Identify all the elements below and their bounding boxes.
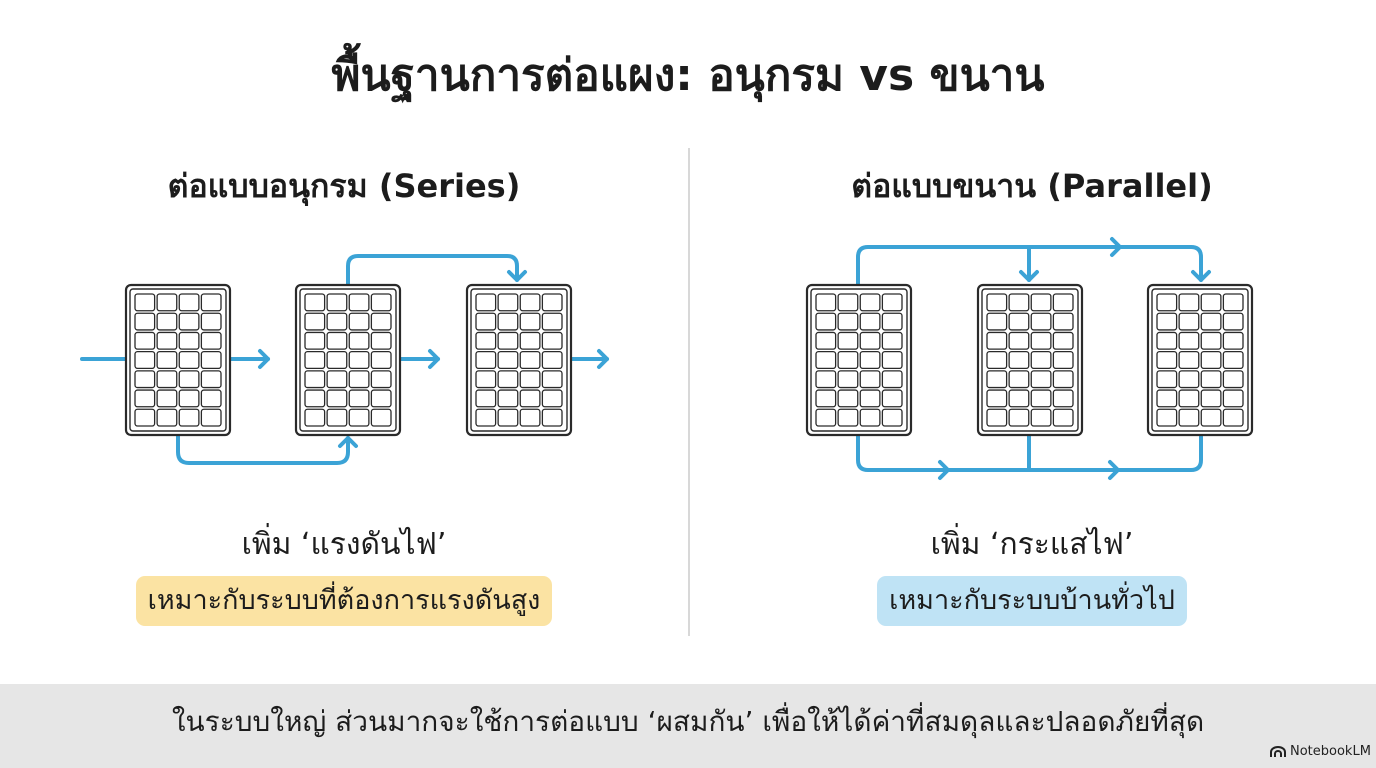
- series-panel: ต่อแบบอนุกรม (Series) เพิ่ม ‘แรงดันไฟ’ เ…: [0, 150, 688, 650]
- series-top-wire: [346, 254, 519, 287]
- parallel-panel: ต่อแบบขนาน (Parallel) เพิ่ม ‘กระแสไฟ’ เห…: [688, 150, 1376, 650]
- page-title: พื้นฐานการต่อแผง: อนุกรม vs ขนาน: [331, 50, 1045, 101]
- notebooklm-logo-icon: [1270, 746, 1286, 757]
- series-arrow-1: [258, 349, 270, 369]
- parallel-badge: เหมาะกับระบบบ้านทั่วไป: [877, 576, 1187, 626]
- parallel-arrow-drop-3: [1191, 270, 1211, 282]
- parallel-effect-label: เพิ่ม ‘กระแสไฟ’: [930, 527, 1134, 562]
- parallel-badge-wrap: เหมาะกับระบบบ้านทั่วไป: [688, 576, 1376, 626]
- parallel-solar-panel-1: [805, 283, 913, 437]
- parallel-heading: ต่อแบบขนาน (Parallel): [851, 167, 1213, 205]
- parallel-diagram: [805, 237, 1254, 480]
- brand-mark: NotebookLM: [1270, 744, 1371, 760]
- series-diagram: [80, 254, 609, 465]
- series-arrow-top: [507, 270, 527, 282]
- series-effect-label: เพิ่ม ‘แรงดันไฟ’: [241, 527, 447, 562]
- panel-divider: [688, 148, 690, 636]
- parallel-arrow-bottom-2: [1108, 460, 1120, 480]
- series-solar-panel-3: [465, 283, 573, 437]
- series-bottom-wire: [176, 433, 350, 465]
- parallel-panels: [805, 283, 1254, 437]
- series-arrow-bottom: [338, 436, 358, 448]
- series-arrow-out: [597, 349, 609, 369]
- series-wires: [80, 254, 609, 465]
- series-panels: [124, 283, 573, 437]
- footer-banner: ในระบบใหญ่ ส่วนมากจะใช้การต่อแบบ ‘ผสมกัน…: [0, 684, 1376, 768]
- parallel-arrow-bottom-1: [938, 460, 950, 480]
- parallel-arrow-drop-2: [1019, 270, 1039, 282]
- footer-text: ในระบบใหญ่ ส่วนมากจะใช้การต่อแบบ ‘ผสมกัน…: [171, 705, 1205, 738]
- series-heading: ต่อแบบอนุกรม (Series): [167, 167, 521, 205]
- brand-label: NotebookLM: [1290, 744, 1371, 759]
- series-solar-panel-1: [124, 283, 232, 437]
- parallel-arrow-top: [1110, 237, 1122, 257]
- series-badge-wrap: เหมาะกับระบบที่ต้องการแรงดันสูง: [0, 576, 688, 626]
- parallel-solar-panel-3: [1146, 283, 1254, 437]
- parallel-wires: [856, 237, 1211, 480]
- parallel-solar-panel-2: [976, 283, 1084, 437]
- series-arrow-2: [428, 349, 440, 369]
- series-badge: เหมาะกับระบบที่ต้องการแรงดันสูง: [135, 576, 553, 626]
- series-solar-panel-2: [294, 283, 402, 437]
